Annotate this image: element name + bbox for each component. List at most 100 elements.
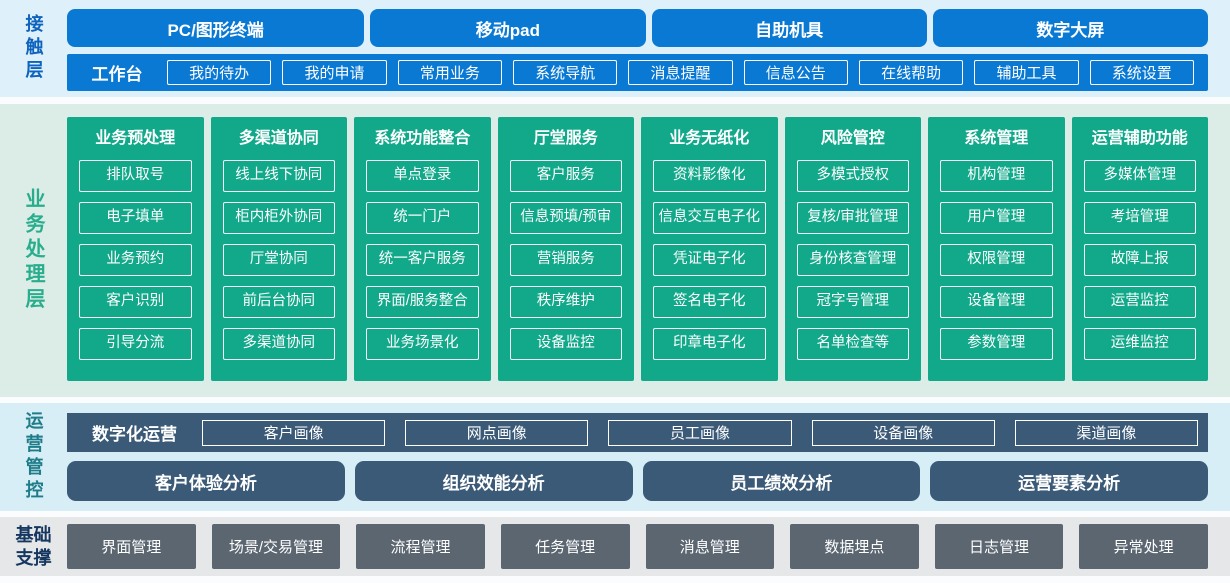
- function-item: 冠字号管理: [796, 286, 909, 318]
- function-item: 业务预约: [79, 244, 192, 276]
- function-item: 机构管理: [940, 160, 1053, 192]
- function-item: 线上线下协同: [222, 160, 335, 192]
- foundation-item: 场景/交易管理: [211, 524, 341, 569]
- function-column-title: 多渠道协同: [238, 130, 319, 147]
- analysis-box: 员工绩效分析: [642, 461, 921, 501]
- profile-items: 客户画像网点画像员工画像设备画像渠道画像: [202, 419, 1208, 446]
- workbench-item: 常用业务: [397, 60, 502, 85]
- function-item: 秩序维护: [509, 286, 622, 318]
- function-item: 复核/审批管理: [796, 202, 909, 234]
- function-column: 系统管理 机构管理用户管理权限管理设备管理参数管理: [928, 117, 1065, 381]
- function-item: 信息交互电子化: [653, 202, 766, 234]
- function-columns: 业务预处理 排队取号电子填单业务预约客户识别引导分流 多渠道协同 线上线下协同柜…: [67, 117, 1208, 381]
- function-column: 系统功能整合 单点登录统一门户统一客户服务界面/服务整合业务场景化: [354, 117, 491, 381]
- function-item: 权限管理: [940, 244, 1053, 276]
- contact-layer-label: 接触层: [23, 14, 44, 83]
- function-column-title: 系统管理: [964, 130, 1029, 147]
- profile-item: 员工画像: [608, 419, 792, 446]
- profile-item: 网点画像: [405, 419, 589, 446]
- function-column-items: 线上线下协同柜内柜外协同厅堂协同前后台协同多渠道协同: [222, 160, 335, 360]
- function-item: 多媒体管理: [1083, 160, 1196, 192]
- analysis-box: 客户体验分析: [67, 461, 345, 501]
- function-column-items: 排队取号电子填单业务预约客户识别引导分流: [79, 160, 192, 360]
- function-item: 界面/服务整合: [366, 286, 479, 318]
- function-column: 风险管控 多模式授权复核/审批管理身份核查管理冠字号管理名单检查等: [784, 117, 921, 381]
- function-item: 电子填单: [79, 202, 192, 234]
- contact-layer-side: 接触层: [0, 0, 67, 97]
- function-item: 引导分流: [79, 328, 192, 360]
- function-column-title: 运营辅助功能: [1091, 130, 1188, 147]
- function-item: 统一门户: [366, 202, 479, 234]
- workbench-items: 我的待办我的申请常用业务系统导航消息提醒信息公告在线帮助辅助工具系统设置: [167, 60, 1208, 85]
- function-item: 运维监控: [1083, 328, 1196, 360]
- workbench-item: 在线帮助: [858, 60, 964, 85]
- foundation-item: 数据埋点: [790, 524, 919, 569]
- foundation-item: 任务管理: [500, 524, 630, 569]
- workbench-item: 消息提醒: [628, 60, 733, 85]
- function-item: 信息预填/预审: [509, 202, 622, 234]
- workbench-item: 我的申请: [282, 60, 387, 85]
- function-item: 设备监控: [509, 328, 622, 360]
- function-item: 用户管理: [940, 202, 1053, 234]
- function-item: 排队取号: [79, 160, 192, 192]
- operations-control-layer: 运营管控 数字化运营 客户画像网点画像员工画像设备画像渠道画像 客户体验分析组织…: [0, 403, 1230, 511]
- function-item: 客户服务: [509, 160, 622, 192]
- function-column-items: 多模式授权复核/审批管理身份核查管理冠字号管理名单检查等: [796, 160, 909, 360]
- function-item: 印章电子化: [653, 328, 766, 360]
- function-column-title: 风险管控: [820, 130, 885, 147]
- function-item: 多渠道协同: [222, 328, 335, 360]
- function-item: 业务场景化: [366, 328, 479, 360]
- analysis-box: 组织效能分析: [354, 461, 633, 501]
- function-item: 运营监控: [1083, 286, 1196, 318]
- operations-layer-side: 运营管控: [0, 403, 67, 511]
- function-item: 身份核查管理: [796, 244, 909, 276]
- digital-operations-label: 数字化运营: [92, 425, 177, 444]
- function-column-items: 多媒体管理考培管理故障上报运营监控运维监控: [1083, 160, 1196, 360]
- foundation-layer-side: 基础支撑: [0, 517, 67, 576]
- function-column-items: 单点登录统一门户统一客户服务界面/服务整合业务场景化: [366, 160, 479, 360]
- foundation-row: 界面管理场景/交易管理流程管理任务管理消息管理数据埋点日志管理异常处理: [67, 524, 1208, 569]
- function-column: 业务预处理 排队取号电子填单业务预约客户识别引导分流: [67, 117, 204, 381]
- function-item: 参数管理: [940, 328, 1053, 360]
- function-column: 业务无纸化 资料影像化信息交互电子化凭证电子化签名电子化印章电子化: [641, 117, 778, 381]
- function-item: 名单检查等: [796, 328, 909, 360]
- workbench-label: 工作台: [91, 65, 143, 84]
- function-item: 资料影像化: [653, 160, 766, 192]
- function-item: 厅堂协同: [222, 244, 335, 276]
- analysis-box: 运营要素分析: [930, 461, 1208, 501]
- function-column: 多渠道协同 线上线下协同柜内柜外协同厅堂协同前后台协同多渠道协同: [210, 117, 347, 381]
- terminal-box: 移动pad: [370, 9, 646, 47]
- foundation-item: 日志管理: [934, 524, 1064, 569]
- workbench-item: 信息公告: [743, 60, 848, 85]
- function-item: 凭证电子化: [653, 244, 766, 276]
- foundation-item: 流程管理: [356, 524, 485, 569]
- function-column-items: 资料影像化信息交互电子化凭证电子化签名电子化印章电子化: [653, 160, 766, 360]
- foundation-item: 异常处理: [1079, 524, 1208, 569]
- workbench-item: 辅助工具: [974, 60, 1079, 85]
- business-processing-layer: 业务处理层 业务预处理 排队取号电子填单业务预约客户识别引导分流 多渠道协同 线…: [0, 104, 1230, 397]
- terminal-box: PC/图形终端: [67, 9, 365, 47]
- workbench-item: 系统导航: [512, 60, 618, 85]
- operations-layer-content: 数字化运营 客户画像网点画像员工画像设备画像渠道画像 客户体验分析组织效能分析员…: [67, 403, 1230, 511]
- function-item: 单点登录: [366, 160, 479, 192]
- function-column-items: 客户服务信息预填/预审营销服务秩序维护设备监控: [509, 160, 622, 360]
- function-item: 客户识别: [79, 286, 192, 318]
- foundation-item: 消息管理: [645, 524, 775, 569]
- operations-layer-label: 运营管控: [23, 411, 44, 503]
- profile-item: 客户画像: [202, 419, 386, 446]
- function-item: 考培管理: [1083, 202, 1196, 234]
- function-item: 前后台协同: [222, 286, 335, 318]
- analysis-row: 客户体验分析组织效能分析员工绩效分析运营要素分析: [67, 461, 1208, 501]
- function-column-title: 厅堂服务: [533, 130, 598, 147]
- function-item: 营销服务: [509, 244, 622, 276]
- function-item: 签名电子化: [653, 286, 766, 318]
- function-column: 运营辅助功能 多媒体管理考培管理故障上报运营监控运维监控: [1071, 117, 1208, 381]
- function-item: 故障上报: [1083, 244, 1196, 276]
- function-column-items: 机构管理用户管理权限管理设备管理参数管理: [940, 160, 1053, 360]
- profile-item: 渠道画像: [1014, 419, 1199, 446]
- business-layer-label: 业务处理层: [22, 188, 44, 313]
- foundation-item: 界面管理: [67, 524, 196, 569]
